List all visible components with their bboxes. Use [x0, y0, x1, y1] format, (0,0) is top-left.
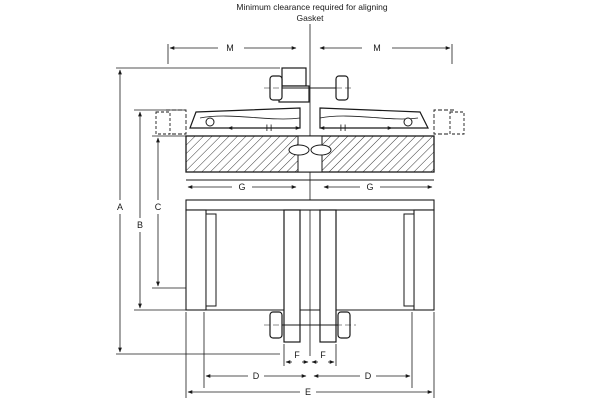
label-g-right: G	[366, 182, 373, 192]
dimension-h: H H	[227, 123, 393, 133]
label-b: B	[137, 220, 143, 230]
label-f-right: F	[320, 350, 326, 360]
label-d-left: D	[253, 371, 260, 381]
caption-gasket: Gasket	[297, 13, 325, 23]
label-h-right: H	[340, 123, 347, 133]
dimension-d: D D	[203, 312, 413, 388]
label-f-left: F	[294, 350, 300, 360]
label-h-left: H	[266, 123, 273, 133]
dimension-g: G G	[187, 182, 433, 192]
sleeve	[155, 107, 465, 135]
caption-clearance: Minimum clearance required for aligning	[236, 2, 387, 12]
dimension-b: B	[134, 109, 186, 311]
top-bolt	[264, 67, 354, 103]
bottom-bolt	[264, 311, 356, 339]
label-d-right: D	[365, 371, 372, 381]
dimension-e: E	[185, 312, 435, 398]
label-m-left: M	[226, 43, 234, 53]
hub-body	[185, 199, 435, 343]
label-g-left: G	[238, 182, 245, 192]
flange-section	[185, 135, 435, 181]
label-m-right: M	[373, 43, 381, 53]
label-c: C	[155, 202, 162, 212]
dimension-m: M M	[167, 43, 453, 64]
dimension-c: C	[152, 135, 186, 289]
dimension-a: A	[116, 67, 280, 355]
label-a: A	[117, 202, 123, 212]
dimension-f: F F	[283, 344, 337, 366]
label-e: E	[305, 387, 311, 397]
